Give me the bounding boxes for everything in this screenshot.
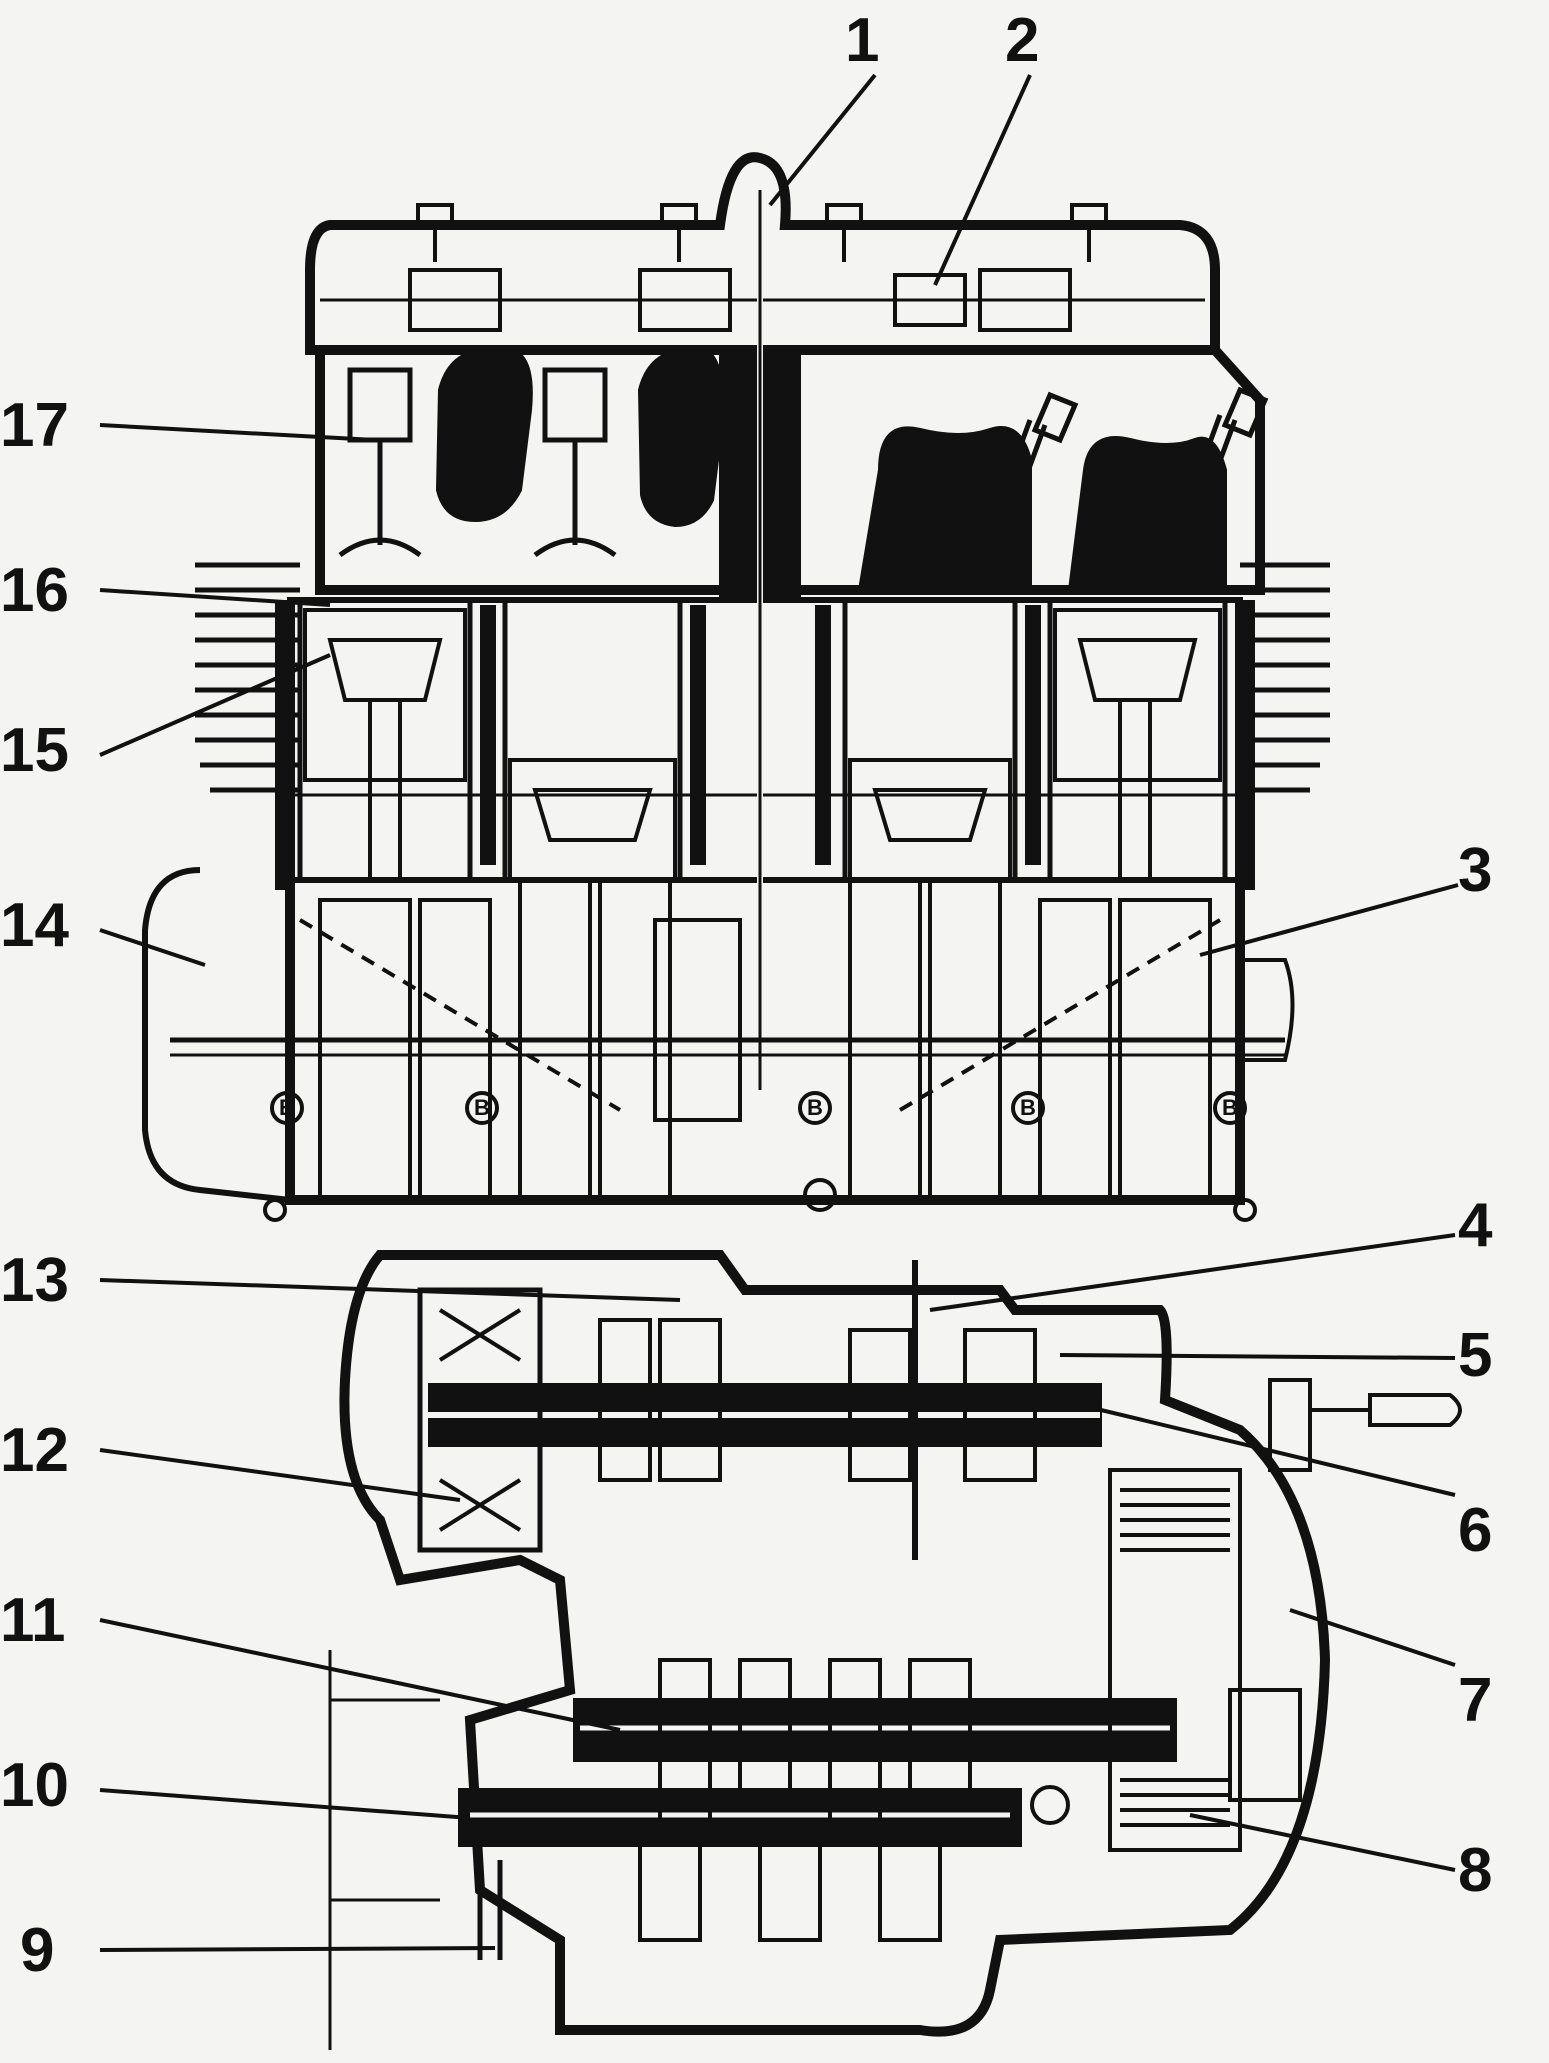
callout-8: 8 bbox=[1458, 1836, 1493, 1905]
leader-2 bbox=[933, 74, 1032, 286]
leader-5 bbox=[1059, 1353, 1456, 1360]
bearing-mark-2: B bbox=[474, 1095, 490, 1120]
bearing-mark-5: B bbox=[1222, 1095, 1238, 1120]
callout-13: 13 bbox=[0, 1246, 69, 1315]
cam-bearing-right bbox=[978, 268, 1072, 332]
cylinder-bore-4 bbox=[1047, 597, 1228, 883]
callout-10: 10 bbox=[0, 1751, 69, 1820]
callout-16: 16 bbox=[0, 556, 69, 625]
piston-1 bbox=[303, 608, 467, 880]
intake-port-2 bbox=[637, 348, 725, 528]
leader-4 bbox=[929, 1233, 1456, 1312]
bearing-mark-3: B bbox=[807, 1095, 823, 1120]
leader-16 bbox=[99, 588, 331, 607]
leader-9 bbox=[99, 1946, 496, 1952]
leader-3 bbox=[1199, 883, 1459, 957]
callout-3: 3 bbox=[1458, 836, 1493, 905]
exhaust-port-3 bbox=[857, 426, 1032, 592]
clutch-assembly bbox=[1108, 1468, 1302, 1852]
leader-13 bbox=[99, 1278, 681, 1302]
spark-plug-3 bbox=[992, 391, 1079, 521]
callout-5: 5 bbox=[1458, 1321, 1493, 1390]
leader-17 bbox=[99, 423, 376, 442]
leader-12 bbox=[99, 1448, 461, 1502]
leader-14 bbox=[99, 928, 206, 967]
cam-lobe bbox=[893, 273, 967, 327]
leader-7 bbox=[1289, 1608, 1456, 1667]
leader-15 bbox=[99, 653, 331, 757]
cam-bearing-left bbox=[408, 268, 502, 332]
piston-4 bbox=[1053, 608, 1222, 880]
cover-bolt-flange bbox=[1240, 958, 1295, 1062]
bearing-marks bbox=[270, 1091, 304, 1125]
starter-clutch bbox=[417, 1287, 543, 1553]
bearing-mark-4: B bbox=[1020, 1095, 1036, 1120]
piston-3 bbox=[848, 758, 1012, 882]
piston-2 bbox=[508, 758, 677, 882]
primary-drive-gear bbox=[653, 918, 742, 1122]
callout-1: 1 bbox=[845, 6, 880, 75]
leader-6 bbox=[1079, 1403, 1456, 1497]
gearbox-case bbox=[339, 1250, 1331, 2037]
leader-8 bbox=[1189, 1813, 1456, 1872]
leader-lines bbox=[99, 73, 1459, 1952]
neutral-switch bbox=[1268, 1378, 1462, 1472]
callout-17: 17 bbox=[0, 391, 69, 460]
callout-6: 6 bbox=[1458, 1496, 1493, 1565]
intake-port-1 bbox=[435, 348, 533, 523]
callout-11: 11 bbox=[0, 1586, 66, 1655]
callout-2: 2 bbox=[1005, 6, 1040, 75]
callout-15: 15 bbox=[0, 716, 69, 785]
leader-10 bbox=[99, 1788, 471, 1820]
cam-cover bbox=[305, 152, 1220, 355]
leader-1 bbox=[768, 73, 877, 207]
cylinder-bore-1 bbox=[297, 597, 473, 883]
leader-11 bbox=[99, 1618, 621, 1732]
callout-4: 4 bbox=[1458, 1191, 1493, 1260]
spark-plug-4 bbox=[1182, 386, 1269, 516]
callout-14: 14 bbox=[0, 891, 69, 960]
bearing-mark-1: B bbox=[279, 1095, 295, 1120]
cam-bearing-mid bbox=[638, 268, 732, 332]
callout-7: 7 bbox=[1458, 1666, 1493, 1735]
callout-12: 12 bbox=[0, 1416, 69, 1485]
callout-9: 9 bbox=[20, 1916, 55, 1985]
alternator-cover bbox=[142, 867, 291, 1203]
output-sprocket-cover bbox=[328, 1650, 440, 2050]
